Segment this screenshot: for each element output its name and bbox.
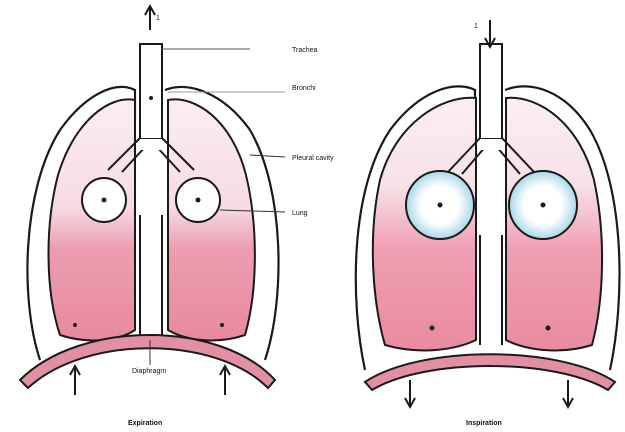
caption-inspiration: Inspiration bbox=[466, 420, 502, 427]
right-lung-a bbox=[168, 99, 255, 340]
left-diaphragm bbox=[20, 335, 275, 388]
left-trachea bbox=[140, 44, 162, 139]
label-diaphragm: Diaphragm bbox=[132, 368, 166, 375]
right-down-arrow-2 bbox=[563, 380, 573, 407]
right-down-arrow-1 bbox=[405, 380, 415, 407]
right-trachea bbox=[480, 44, 502, 139]
left-mediastinum bbox=[140, 215, 162, 340]
left-top-arrow bbox=[145, 6, 155, 30]
inspiration-diagram: 1 Inspiration bbox=[356, 20, 620, 427]
label-pleural-cavity: Pleural cavity bbox=[292, 155, 334, 162]
expiration-diagram: 1 bbox=[20, 6, 279, 395]
right-top-arrow-label: 1 bbox=[474, 23, 478, 30]
left-up-arrow-1 bbox=[70, 366, 80, 395]
left-up-arrow-2 bbox=[220, 366, 230, 395]
right-mediastinum bbox=[480, 235, 502, 345]
caption-expiration: Expiration bbox=[128, 420, 162, 427]
left-lung-a bbox=[48, 99, 135, 340]
left-top-arrow-label: 1 bbox=[156, 15, 160, 22]
label-trachea: Trachea bbox=[292, 47, 318, 54]
label-lung: Lung bbox=[292, 210, 308, 217]
label-bronchi: Bronchi bbox=[292, 85, 316, 92]
right-diaphragm bbox=[365, 354, 615, 390]
right-top-arrow bbox=[485, 20, 495, 47]
